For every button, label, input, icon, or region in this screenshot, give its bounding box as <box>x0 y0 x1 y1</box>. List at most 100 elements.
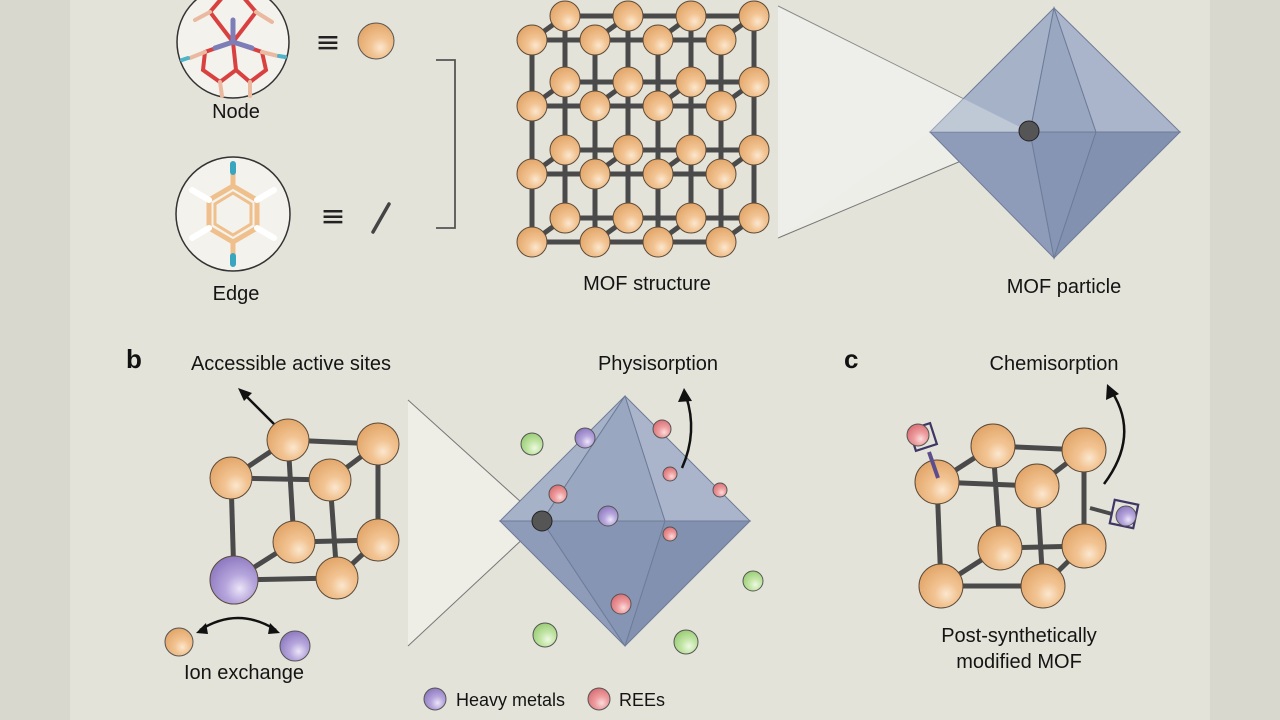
modifier-linker <box>927 451 940 479</box>
lattice-node <box>675 202 707 234</box>
lattice-node <box>516 226 548 258</box>
cube-node <box>209 456 253 500</box>
lattice-node <box>579 158 611 190</box>
cube-node <box>918 563 964 609</box>
lattice-node <box>549 66 581 98</box>
legend-heavy-metals-dot <box>423 687 447 711</box>
edge-molecule-icon <box>175 156 291 272</box>
ree-ion <box>662 466 678 482</box>
modifier-linker <box>1089 506 1113 516</box>
lattice-node <box>612 202 644 234</box>
lattice-node <box>516 90 548 122</box>
lattice-node <box>675 66 707 98</box>
lattice-node <box>516 24 548 56</box>
physisorption-arrow <box>680 395 693 469</box>
cube-node <box>1061 427 1107 473</box>
particle-label: MOF particle <box>1007 276 1121 298</box>
cube-node <box>272 520 316 564</box>
node-sphere-icon <box>357 22 395 60</box>
lattice-node <box>738 202 770 234</box>
ree-ion <box>548 484 568 504</box>
panel-c-letter: c <box>844 344 858 374</box>
captured-heavy-metal-ion <box>1115 505 1137 527</box>
zoom-wedge-a <box>778 6 1030 238</box>
cube-node <box>356 422 400 466</box>
edge-line-icon <box>371 202 391 234</box>
heavy-metal-ion <box>574 427 596 449</box>
heavy-metal-ion <box>597 505 619 527</box>
lattice-node <box>579 24 611 56</box>
green-ion <box>520 432 544 456</box>
lattice-node <box>549 202 581 234</box>
bracket <box>436 59 456 229</box>
lattice-node <box>675 0 707 32</box>
lattice-node <box>642 158 674 190</box>
ion-exchange-arrow <box>199 616 277 632</box>
cube-node <box>1020 563 1066 609</box>
edge-label: Edge <box>213 283 260 305</box>
green-ion <box>532 622 558 648</box>
ion-orange <box>164 627 194 657</box>
arrow-head <box>268 623 280 634</box>
lattice-node <box>642 226 674 258</box>
cube-node <box>356 518 400 562</box>
arrow-head <box>678 388 692 402</box>
cube-framework-c <box>914 423 1107 609</box>
green-ion <box>742 570 764 592</box>
zoom-wedge-b <box>408 400 542 646</box>
mof-lattice-icon <box>516 0 770 258</box>
arrow-head <box>238 388 252 401</box>
lattice-node <box>642 90 674 122</box>
active-sites-label: Accessible active sites <box>191 353 391 375</box>
modified-mof-label-line2: modified MOF <box>956 651 1082 673</box>
cube-node <box>1061 523 1107 569</box>
node-equiv-symbol: ≡ <box>315 25 340 60</box>
lattice-node <box>549 0 581 32</box>
lattice-node <box>705 24 737 56</box>
lattice-node <box>549 134 581 166</box>
arrow-head <box>196 623 208 634</box>
cube-node <box>970 423 1016 469</box>
lattice-node <box>612 66 644 98</box>
panel-b-letter: b <box>126 344 142 374</box>
octahedron-particle-icon <box>778 6 1182 260</box>
lattice-node <box>738 66 770 98</box>
cube-node <box>914 459 960 505</box>
lattice-node <box>642 24 674 56</box>
ion-purple <box>279 630 311 662</box>
structure-label: MOF structure <box>583 273 711 295</box>
lattice-node <box>705 158 737 190</box>
zoom-line <box>407 520 543 647</box>
lattice-node <box>738 134 770 166</box>
lattice-node <box>516 158 548 190</box>
cube-node <box>266 418 310 462</box>
cube-node <box>1014 463 1060 509</box>
edge-equiv-symbol: ≡ <box>320 199 345 234</box>
arrow-head <box>1106 384 1119 400</box>
legend-heavy-metals-label: Heavy metals <box>456 690 565 710</box>
lattice-node <box>675 134 707 166</box>
physisorption-label: Physisorption <box>598 353 718 375</box>
captured-ree-ion <box>906 423 930 447</box>
cube-node <box>977 525 1023 571</box>
lattice-node <box>612 0 644 32</box>
modified-mof-label-line1: Post-synthetically <box>941 625 1097 647</box>
chemisorption-label: Chemisorption <box>990 353 1119 375</box>
ree-ion <box>662 526 678 542</box>
legend-rees-label: REEs <box>619 690 665 710</box>
ree-ion <box>712 482 728 498</box>
lattice-node <box>705 226 737 258</box>
legend-rees-dot <box>587 687 611 711</box>
cube-framework-b <box>209 418 400 605</box>
lattice-node <box>579 90 611 122</box>
cube-node <box>308 458 352 502</box>
lattice-node <box>612 134 644 166</box>
cube-node-exchanged <box>209 555 259 605</box>
cube-node <box>315 556 359 600</box>
node-label: Node <box>212 101 260 123</box>
ree-ion <box>610 593 632 615</box>
chemisorption-arrow <box>1102 391 1126 485</box>
lattice-node <box>579 226 611 258</box>
lattice-node <box>738 0 770 32</box>
